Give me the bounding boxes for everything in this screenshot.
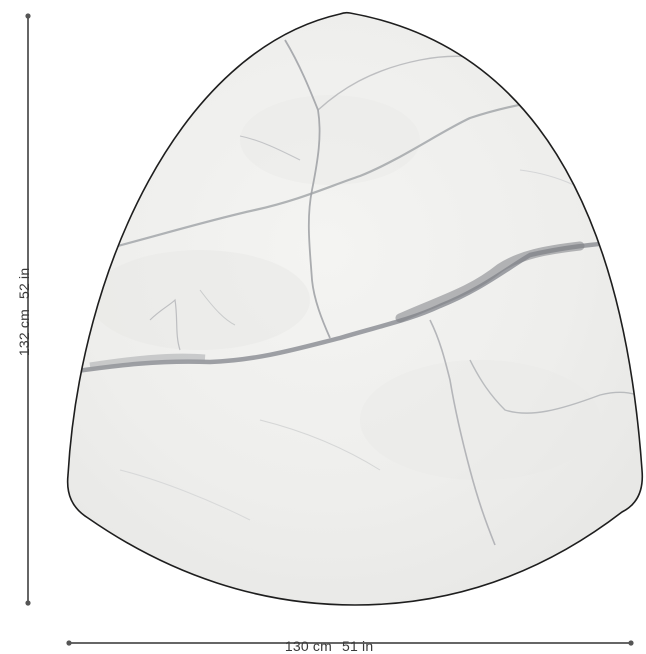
height-dimension-line <box>25 13 31 606</box>
marble-tabletop <box>66 11 644 606</box>
marble-veins <box>67 39 643 546</box>
height-in: 52 in <box>16 267 32 300</box>
height-cm: 132 cm <box>16 309 32 357</box>
width-dimension-label: 130 cm 51 in <box>0 625 646 653</box>
width-dimension-line <box>66 640 634 646</box>
height-dimension-label: 132 cm 52 in <box>3 267 32 365</box>
width-cm: 130 cm <box>284 638 332 654</box>
width-in: 51 in <box>341 638 374 654</box>
